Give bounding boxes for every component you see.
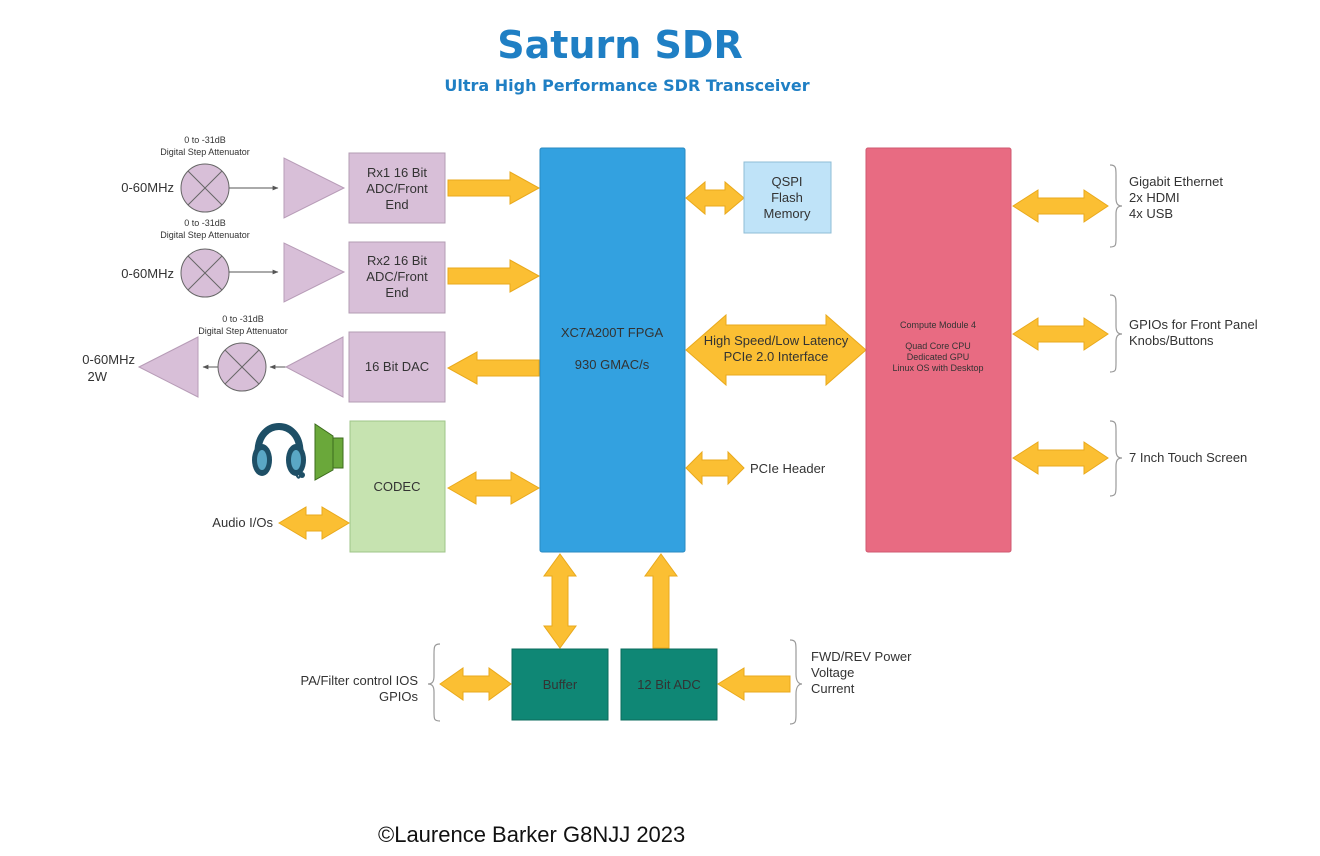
pcie-interface-line2: PCIe 2.0 Interface — [724, 349, 829, 364]
rx1-adc-line2: ADC/Front — [366, 181, 428, 196]
cm4-gpio-arrow — [1012, 317, 1109, 351]
adc12-label: 12 Bit ADC — [637, 677, 701, 692]
cm4-ethernet-arrow — [1012, 189, 1109, 223]
pa-line2: GPIOs — [379, 689, 419, 704]
tx-attenuator-range: 0 to -31dB — [222, 314, 264, 324]
codec-fpga-arrow — [446, 471, 541, 505]
tx-attenuator-icon — [217, 342, 267, 392]
rx1-attenuator-icon — [180, 163, 230, 213]
rx1-adc-block — [348, 152, 446, 224]
sense-line1: FWD/REV Power — [811, 649, 912, 664]
rx2-attenuator-range: 0 to -31dB — [184, 218, 226, 228]
tx-driver-amp-icon — [284, 336, 344, 398]
cm4-touchscreen-arrow — [1012, 441, 1109, 475]
diagram-subtitle: Ultra High Performance SDR Transceiver — [444, 76, 809, 95]
cm4-cpu: Quad Core CPU — [905, 341, 971, 351]
io1-brace — [1109, 164, 1123, 248]
cm4-os: Linux OS with Desktop — [892, 363, 983, 373]
fpga-buffer-arrow — [543, 553, 577, 649]
io2-line2: Knobs/Buttons — [1129, 333, 1214, 348]
speaker-icon — [314, 423, 344, 481]
sense-brace — [789, 639, 803, 725]
pa-line1: PA/Filter control IOS — [300, 673, 418, 688]
rx1-to-fpga-arrow — [447, 171, 541, 205]
qspi-line1: QSPI — [771, 174, 802, 189]
cm4-name: Compute Module 4 — [900, 320, 976, 330]
sense-to-adc-arrow — [717, 667, 791, 701]
io1-line1: Gigabit Ethernet — [1129, 174, 1223, 189]
copyright-text: ©Laurence Barker G8NJJ 2023 — [378, 822, 685, 847]
pcie-interface-line1: High Speed/Low Latency — [704, 333, 849, 348]
headphones-icon — [252, 423, 306, 479]
rx2-to-fpga-arrow — [447, 259, 541, 293]
adc12-block — [620, 648, 718, 721]
rx1-attenuator-label: Digital Step Attenuator — [160, 147, 250, 157]
io3-brace — [1109, 420, 1123, 497]
rx2-attenuator-label: Digital Step Attenuator — [160, 230, 250, 240]
io2-line1: GPIOs for Front Panel — [1129, 317, 1258, 332]
rx2-adc-block — [348, 241, 446, 314]
buffer-block — [511, 648, 609, 721]
io2-brace — [1109, 294, 1123, 373]
rx2-input-label: 0-60MHz — [121, 266, 174, 281]
adc-to-fpga-arrow — [644, 553, 678, 649]
io1-line3: 4x USB — [1129, 206, 1173, 221]
pcie-header-label: PCIe Header — [750, 461, 826, 476]
buffer-gpio-arrow — [439, 667, 512, 701]
fpga-name: XC7A200T FPGA — [561, 325, 664, 340]
rx2-amplifier-icon — [283, 242, 346, 303]
rx2-attenuator-icon — [180, 248, 230, 298]
tx-attenuator-label: Digital Step Attenuator — [198, 326, 288, 336]
qspi-line2: Flash — [771, 190, 803, 205]
pcie-header-arrow — [685, 450, 745, 486]
diagram-title: Saturn SDR — [497, 23, 742, 67]
dac-label: 16 Bit DAC — [365, 359, 429, 374]
audio-io-label: Audio I/Os — [212, 515, 273, 530]
rx1-adc-line3: End — [385, 197, 408, 212]
fpga-block — [539, 147, 686, 553]
io1-line2: 2x HDMI — [1129, 190, 1180, 205]
cm4-gpu: Dedicated GPU — [907, 352, 970, 362]
tx-output-power: 2W — [88, 369, 108, 384]
rx1-amplifier-icon — [283, 157, 346, 219]
io3-label: 7 Inch Touch Screen — [1129, 450, 1247, 465]
rx2-adc-line2: ADC/Front — [366, 269, 428, 284]
sense-line3: Current — [811, 681, 855, 696]
fpga-to-dac-arrow — [446, 351, 540, 385]
tx-output-freq: 0-60MHz — [82, 352, 135, 367]
rx1-adc-line1: Rx1 16 Bit — [367, 165, 427, 180]
audio-io-arrow — [278, 506, 350, 540]
sense-line2: Voltage — [811, 665, 854, 680]
qspi-flash-block — [743, 161, 832, 234]
rx2-adc-line3: End — [385, 285, 408, 300]
tx-power-amp-icon — [137, 336, 199, 398]
rx1-attenuator-range: 0 to -31dB — [184, 135, 226, 145]
rx1-input-label: 0-60MHz — [121, 180, 174, 195]
buffer-label: Buffer — [543, 677, 578, 692]
qspi-line3: Memory — [764, 206, 811, 221]
fpga-qspi-arrow — [685, 180, 745, 216]
codec-label: CODEC — [374, 479, 421, 494]
compute-module-block — [865, 147, 1012, 553]
fpga-performance: 930 GMAC/s — [575, 357, 650, 372]
codec-block — [349, 420, 446, 553]
dac-block — [348, 331, 446, 403]
rx2-adc-line1: Rx2 16 Bit — [367, 253, 427, 268]
pa-brace — [427, 643, 441, 722]
